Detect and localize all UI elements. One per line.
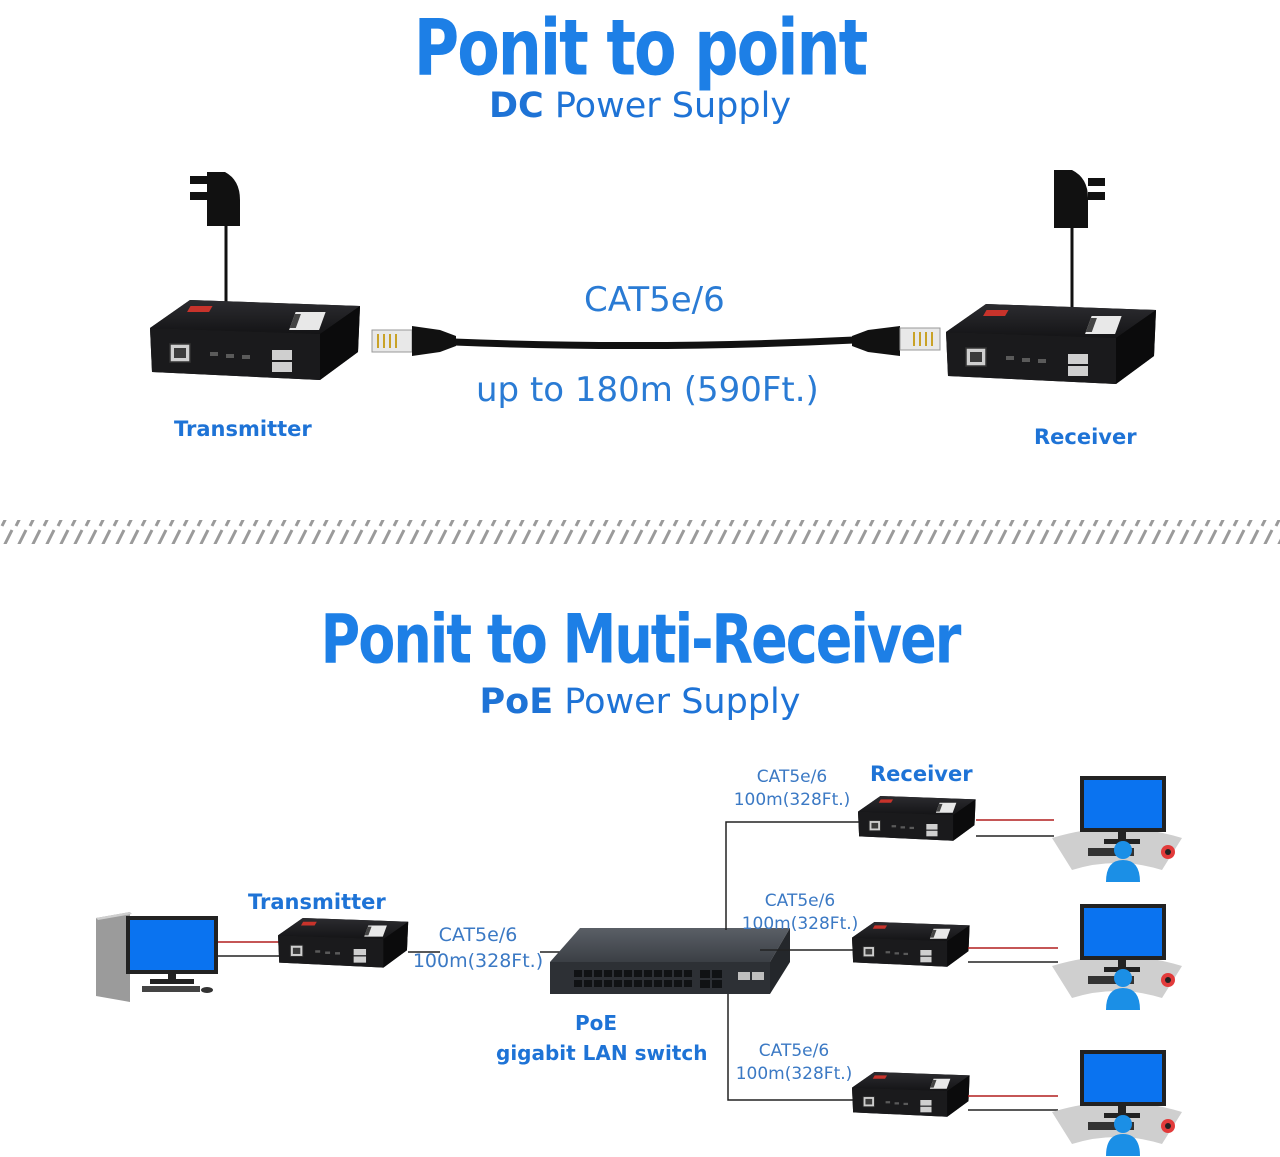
cable-type: CAT5e/6: [758, 1041, 830, 1061]
section2-subtitle-bold: PoE: [479, 682, 554, 722]
distance-label: up to 180m (590Ft.): [476, 370, 819, 410]
rx-cable-label: CAT5e/6 100m(328Ft.): [728, 766, 856, 812]
section2-subtitle-rest: Power Supply: [553, 682, 801, 722]
cable-type: CAT5e/6: [438, 924, 518, 946]
cable-distance: 100m(328Ft.): [412, 950, 544, 972]
switch-label-line1: PoE: [574, 1011, 618, 1035]
ethernet-cable: [453, 336, 855, 350]
cable-distance: 100m(328Ft.): [733, 790, 851, 810]
cable-type: CAT5e/6: [764, 891, 836, 911]
cable-type-label: CAT5e/6: [584, 280, 725, 320]
section2-title: Ponit to Muti-Receiver: [320, 600, 962, 679]
section1-subtitle-rest: Power Supply: [543, 86, 792, 126]
extender-device-icon: [851, 1071, 971, 1118]
extender-device-icon: [149, 299, 361, 381]
rx-cable-label: CAT5e/6 100m(328Ft.): [730, 1040, 858, 1086]
rj45-connector-icon: [852, 326, 941, 356]
monitor-icon: [1050, 1050, 1184, 1157]
rx-cable-label: CAT5e/6 100m(328Ft.): [736, 890, 864, 936]
section1-subtitle-bold: DC: [488, 86, 544, 126]
switch-label: PoE gigabit LAN switch: [496, 1008, 708, 1068]
tx-cable-label: CAT5e/6 100m(328Ft.): [410, 922, 546, 974]
transmitter-label: Transmitter: [248, 890, 386, 914]
switch-label-line2: gigabit LAN switch: [496, 1041, 708, 1065]
extender-device-icon: [851, 921, 971, 968]
monitor-icon: [126, 916, 218, 993]
rj45-connector-icon: [371, 326, 456, 356]
cable-distance: 100m(328Ft.): [741, 914, 859, 934]
extender-device-icon: [277, 917, 409, 969]
transmitter-label: Transmitter: [174, 417, 312, 441]
section-divider: [0, 520, 1280, 544]
section1-subtitle: DC Power Supply: [0, 86, 1280, 126]
pc-tower-icon: [96, 912, 132, 1002]
section1-title: Ponit to point: [413, 2, 868, 94]
switch-icon: [550, 928, 790, 994]
monitor-icon: [1050, 776, 1184, 884]
receiver-label: Receiver: [870, 762, 973, 786]
extender-device-icon: [945, 303, 1157, 385]
cable-distance: 100m(328Ft.): [735, 1064, 853, 1084]
receiver-label: Receiver: [1034, 425, 1137, 449]
extender-device-icon: [857, 795, 977, 842]
power-adapter-icon: [1054, 170, 1105, 308]
cable-type: CAT5e/6: [756, 767, 828, 787]
section2-subtitle: PoE Power Supply: [0, 682, 1280, 722]
monitor-icon: [1050, 904, 1184, 1012]
power-adapter-icon: [190, 172, 240, 306]
